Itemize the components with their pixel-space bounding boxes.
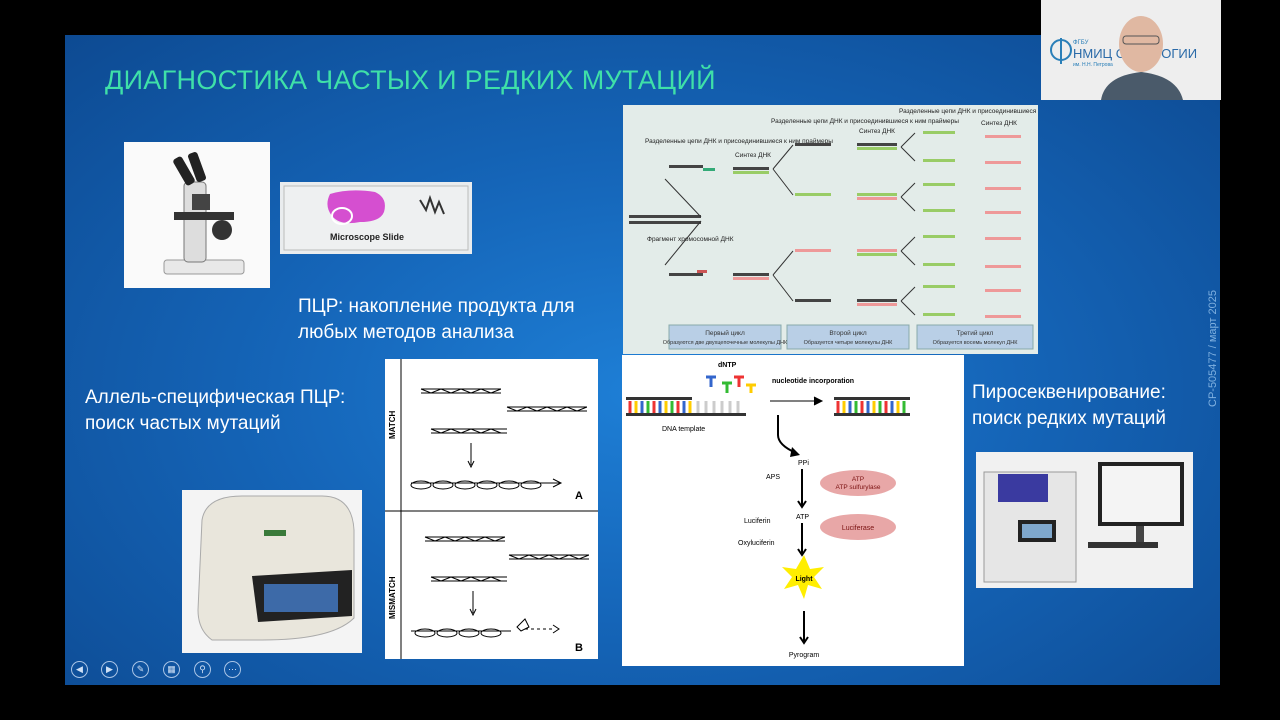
light-label: Light — [795, 576, 813, 583]
microscope-slide-label: Microscope Slide — [330, 232, 404, 242]
allele-specific-pcr-diagram: MATCH MISMATCH A B — [385, 359, 598, 659]
webcam-org-sub: им. Н.Н. Петрова — [1073, 62, 1113, 68]
atp-label: ATP — [796, 514, 809, 521]
mismatch-label: MISMATCH — [388, 576, 397, 619]
atp-sulfurylase-label: ATP sulfurylase — [836, 484, 881, 491]
pcr-amplification-diagram: Разделенные цепи ДНК и присоединившиеся … — [623, 105, 1087, 354]
dna-template-label: DNA template — [662, 426, 705, 433]
pyro-caption-line2: поиск редких мутаций — [972, 408, 1167, 429]
pcr-fragment-label: Фрагмент хромосомной ДНК — [647, 235, 734, 243]
microscope-photo — [124, 142, 270, 288]
pcr-col3-label: Разделенные цепи ДНК и присоединившиеся … — [771, 117, 959, 125]
as-pcr-caption-line1: Аллель-специфическая ПЦР: — [85, 387, 346, 408]
pcr-cycle1-sub: Образуются две двухцепочечные молекулы Д… — [663, 340, 788, 346]
pyrosequencer-photo — [976, 452, 1193, 588]
pcr-col6-label: Синтез ДНК — [981, 120, 1017, 127]
pen-icon[interactable]: ✎ — [132, 661, 149, 678]
next-icon[interactable]: ▶ — [101, 661, 118, 678]
dntp-label: dNTP — [718, 362, 737, 369]
match-label: MATCH — [388, 410, 397, 439]
as-pcr-caption: Аллель-специфическая ПЦР: поиск частых м… — [85, 385, 345, 437]
slides-icon[interactable]: ▦ — [163, 661, 180, 678]
panel-b-label: B — [575, 642, 583, 654]
pyro-caption: Пиросеквенирование: поиск редких мутаций — [972, 380, 1166, 432]
webcam-video: ФГБУ НМИЦ ОНКОЛОГИИ им. Н.Н. Петрова — [1041, 0, 1221, 100]
pyrogram-label: Pyrogram — [789, 652, 820, 659]
pcr-caption: ПЦР: накопление продукта для любых метод… — [298, 294, 574, 346]
oxyluciferin-label: Oxyluciferin — [738, 540, 775, 547]
pcr-col2-label: Синтез ДНК — [735, 152, 771, 159]
pcr-cycle3-sub: Образуется восемь молекул ДНК — [933, 340, 1019, 346]
luciferin-label: Luciferin — [744, 518, 771, 525]
pcr-col4-label: Синтез ДНК — [859, 128, 895, 135]
pcr-cycle2-label: Второй цикл — [829, 329, 867, 337]
luciferase-label: Luciferase — [842, 525, 874, 532]
pcr-cycle1-label: Первый цикл — [705, 329, 745, 337]
slide-vertical-note: CP-505477 / март 2025 — [1207, 290, 1219, 407]
presentation-slide: ДИАГНОСТИКА ЧАСТЫХ И РЕДКИХ МУТАЦИЙ Micr… — [65, 35, 1220, 685]
aps-label: APS — [766, 474, 780, 481]
prev-icon[interactable]: ◀ — [71, 661, 88, 678]
pcr-cycle2-sub: Образуется четыре молекулы ДНК — [804, 340, 894, 346]
more-icon[interactable]: ⋯ — [224, 661, 241, 678]
pyro-caption-line1: Пиросеквенирование: — [972, 382, 1166, 403]
pcr-col5-label: Разделенные цепи ДНК и присоединившиеся … — [899, 107, 1038, 115]
pcr-instrument-photo — [182, 490, 362, 653]
pyrosequencing-diagram: DNA template dNTP nucleotide incorporati… — [622, 355, 964, 666]
webcam-org-small: ФГБУ — [1073, 40, 1089, 46]
microscope-slide-photo: Microscope Slide — [280, 182, 472, 254]
atp-enzyme-label: ATP — [852, 476, 864, 483]
pcr-cycle3-label: Третий цикл — [957, 329, 994, 337]
ppi-label: PPi — [798, 460, 809, 467]
as-pcr-caption-line2: поиск частых мутаций — [85, 413, 281, 434]
pcr-col1-label: Разделенные цепи ДНК и присоединившиеся … — [645, 137, 833, 145]
pcr-caption-line1: ПЦР: накопление продукта для — [298, 296, 575, 317]
zoom-icon[interactable]: ⚲ — [194, 661, 211, 678]
pcr-caption-line2: любых методов анализа — [298, 322, 514, 343]
nucleotide-incorporation-label: nucleotide incorporation — [772, 378, 854, 385]
panel-a-label: A — [575, 490, 583, 502]
slide-title: ДИАГНОСТИКА ЧАСТЫХ И РЕДКИХ МУТАЦИЙ — [105, 65, 716, 95]
